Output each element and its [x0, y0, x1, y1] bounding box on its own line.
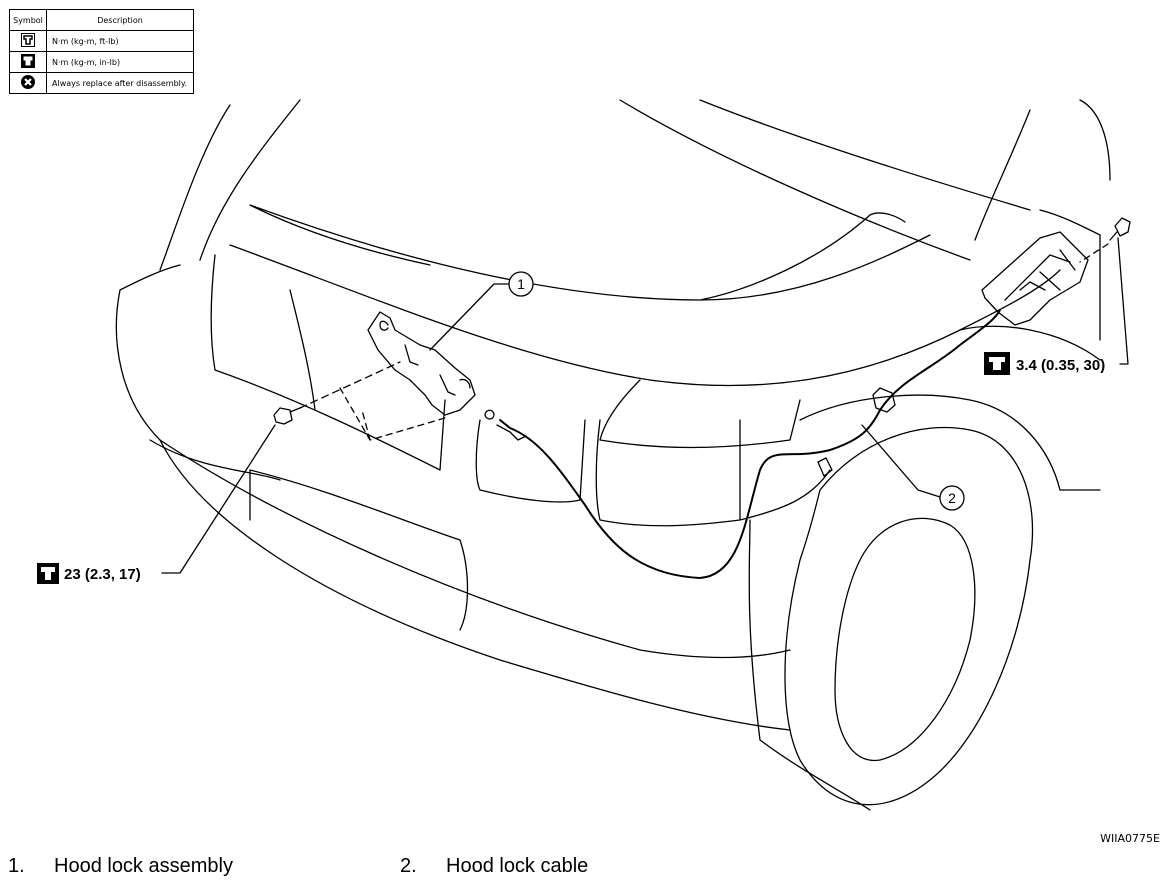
figure-code: WIIA0775E [1100, 832, 1160, 845]
hood-front-edge [229, 244, 1061, 387]
front-bumper [115, 264, 791, 659]
torque-screw-value: 3.4 (0.35, 30) [1016, 357, 1105, 374]
parts-list-item: 1. Hood lock assembly [8, 855, 233, 878]
legend-header-row: Symbol Description [9, 9, 194, 31]
wheel-rim [834, 517, 976, 762]
hood-outline [159, 99, 1031, 271]
opener-screw [1109, 217, 1131, 241]
bumper-lower [159, 439, 871, 811]
cable-end [484, 409, 527, 441]
grille-outline [210, 254, 586, 503]
headlight [599, 379, 801, 449]
screw-dashed-line [1079, 243, 1109, 263]
callout-1: 1 [508, 271, 534, 297]
hood-lock-assembly-shape [367, 311, 476, 416]
torque-ft-lb-icon [37, 563, 59, 584]
hood-opener-lever [981, 231, 1089, 326]
right-fender [959, 99, 1111, 361]
legend-row: Always replace after disassembly. [9, 72, 194, 94]
cable-grommet [872, 387, 896, 413]
part-name: Hood lock cable [446, 855, 589, 877]
always-replace-icon [21, 75, 35, 89]
hood-surface [249, 204, 931, 301]
callout-2-number: 2 [948, 490, 956, 506]
callout-1-leader [429, 283, 509, 351]
part-number: 1. [8, 855, 25, 877]
torque-ft-lb-icon [21, 33, 35, 47]
torque-in-lb-icon [984, 352, 1010, 375]
legend-row: N·m (kg-m, ft-lb) [9, 30, 194, 52]
torque-bolt-value: 23 (2.3, 17) [64, 566, 141, 583]
torque-screw-callout: 3.4 (0.35, 30) [984, 352, 1105, 375]
wheel-tire [784, 426, 1034, 806]
part-number: 2. [400, 855, 417, 877]
part-name: Hood lock assembly [54, 855, 233, 877]
torque-in-lb-icon [21, 54, 35, 68]
callout-2: 2 [939, 485, 965, 511]
callout-2-leader [861, 424, 941, 498]
bolt-dashed-line [299, 361, 401, 409]
lock-dashed-locator [339, 387, 446, 441]
parts-list-item: 2. Hood lock cable [400, 855, 588, 878]
torque-bolt-leader [161, 424, 276, 574]
cable-clip [817, 457, 833, 477]
lock-bolt [273, 407, 301, 425]
legend-description: Always replace after disassembly. [46, 72, 194, 94]
symbol-legend-table: Symbol Description N·m (kg-m, ft-lb) N·m… [9, 9, 194, 94]
torque-bolt-callout: 23 (2.3, 17) [37, 563, 141, 584]
hood-lock-cable [499, 309, 1001, 579]
torque-screw-leader [1117, 237, 1129, 365]
grille-frame [595, 419, 831, 527]
wheel-arch [799, 394, 1101, 491]
callout-1-number: 1 [517, 276, 525, 292]
